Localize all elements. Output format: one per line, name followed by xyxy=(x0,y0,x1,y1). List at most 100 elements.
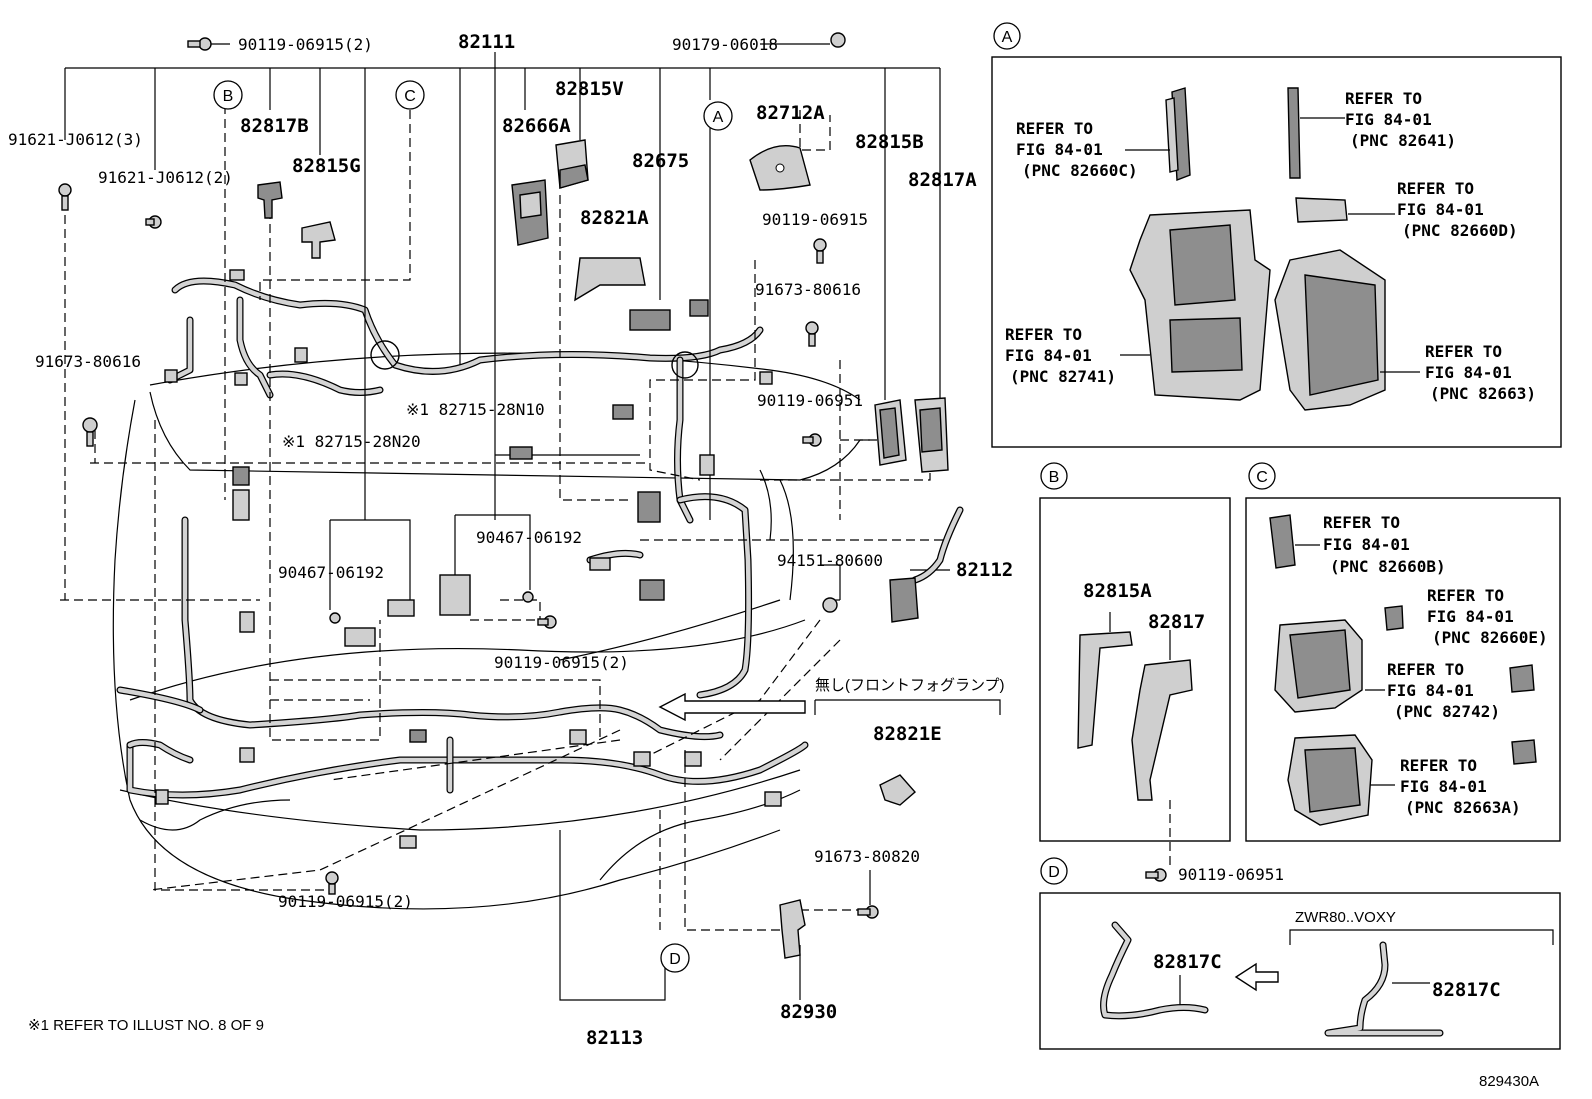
svg-text:(PNC 82660E): (PNC 82660E) xyxy=(1432,628,1548,647)
label-82112: 82112 xyxy=(956,559,1013,581)
svg-text:REFER TO: REFER TO xyxy=(1397,179,1474,198)
vehicle-body-outline xyxy=(112,352,861,910)
label-82817a: 82817A xyxy=(908,169,977,191)
label-91673-80820: 91673-80820 xyxy=(814,847,920,866)
panel-a-ref-1: REFER TO FIG 84-01 (PNC 82660C) xyxy=(1016,119,1138,180)
svg-text:REFER TO: REFER TO xyxy=(1427,586,1504,605)
label-90119-06951: 90119-06951 xyxy=(757,391,863,410)
label-82675: 82675 xyxy=(632,150,689,172)
svg-text:REFER TO: REFER TO xyxy=(1345,89,1422,108)
svg-text:REFER TO: REFER TO xyxy=(1005,325,1082,344)
part-82817b-shape xyxy=(257,181,283,219)
label-90467-06192-a: 90467-06192 xyxy=(278,563,384,582)
label-82666a: 82666A xyxy=(502,115,571,137)
label-82715-28n20: ※1 82715-28N20 xyxy=(282,432,421,451)
part-82112-shape xyxy=(889,506,964,623)
svg-text:(PNC 82660C): (PNC 82660C) xyxy=(1022,161,1138,180)
svg-text:(PNC 82663): (PNC 82663) xyxy=(1430,384,1536,403)
label-90119-06915-2-mid: 90119-06915(2) xyxy=(494,653,629,672)
label-82821a: 82821A xyxy=(580,207,649,229)
label-zwr80-voxy: ZWR80..VOXY xyxy=(1295,909,1396,926)
label-90119-06915-2-top: 90119-06915(2) xyxy=(238,35,373,54)
footnote: ※1 REFER TO ILLUST NO. 8 OF 9 xyxy=(28,1017,264,1034)
panel-c-ref-1: REFER TO FIG 84-01 (PNC 82660B) xyxy=(1323,513,1446,576)
part-82821a-shape xyxy=(574,257,646,302)
label-82821e: 82821E xyxy=(873,723,942,745)
label-82113: 82113 xyxy=(586,1027,643,1049)
label-82817: 82817 xyxy=(1148,611,1205,633)
label-82815a: 82815A xyxy=(1083,580,1152,602)
svg-text:FIG 84-01: FIG 84-01 xyxy=(1427,607,1514,626)
label-91621-j0612-3: 91621-J0612(3) xyxy=(8,130,143,149)
part-82815g-shape xyxy=(301,221,336,259)
part-82712a-shape xyxy=(749,145,811,191)
svg-text:(PNC 82660D): (PNC 82660D) xyxy=(1402,221,1518,240)
label-91673-80616-right: 91673-80616 xyxy=(755,280,861,299)
label-90119-06915: 90119-06915 xyxy=(762,210,868,229)
label-82715-28n10: ※1 82715-28N10 xyxy=(406,400,545,419)
dashed-reference-lines xyxy=(60,105,950,931)
svg-text:FIG 84-01: FIG 84-01 xyxy=(1387,681,1474,700)
part-82817a-shape xyxy=(914,397,949,473)
part-82930-shape xyxy=(779,899,806,959)
part-82821e-shape xyxy=(879,774,916,806)
connector-icons xyxy=(155,269,782,849)
part-82815b-shape xyxy=(874,399,907,466)
callout-a-panel: A xyxy=(1002,29,1013,46)
svg-text:FIG 84-01: FIG 84-01 xyxy=(1400,777,1487,796)
label-82815v: 82815V xyxy=(555,78,624,100)
panel-c-ref-4: REFER TO FIG 84-01 (PNC 82663A) xyxy=(1400,756,1521,817)
solid-leader-lines xyxy=(64,43,1001,1001)
detail-panel-a xyxy=(991,22,1562,448)
direction-arrow xyxy=(658,692,806,722)
illustration-number: 829430A xyxy=(1479,1073,1539,1090)
svg-text:(PNC 82741): (PNC 82741) xyxy=(1010,367,1116,386)
label-82111: 82111 xyxy=(458,31,515,53)
svg-text:FIG 84-01: FIG 84-01 xyxy=(1345,110,1432,129)
label-82817c-right: 82817C xyxy=(1432,979,1501,1001)
svg-text:FIG 84-01: FIG 84-01 xyxy=(1005,346,1092,365)
label-fog-lamp-note: 無し(フロントフォグランプ) xyxy=(815,677,1005,694)
callout-c-main: C xyxy=(404,88,416,105)
panel-a-ref-4: REFER TO FIG 84-01 (PNC 82741) xyxy=(1005,325,1116,386)
detail-panel-d xyxy=(1039,857,1561,1050)
label-90179-06018: 90179-06018 xyxy=(672,35,778,54)
svg-text:FIG 84-01: FIG 84-01 xyxy=(1397,200,1484,219)
label-91673-80616-left: 91673-80616 xyxy=(35,352,141,371)
callout-a-main: A xyxy=(713,109,724,126)
part-82666a-shape xyxy=(511,179,549,246)
callout-b-panel: B xyxy=(1049,469,1060,486)
panel-a-ref-2: REFER TO FIG 84-01 (PNC 82641) xyxy=(1345,89,1456,150)
svg-text:(PNC 82660B): (PNC 82660B) xyxy=(1330,557,1446,576)
panel-c-ref-2: REFER TO FIG 84-01 (PNC 82660E) xyxy=(1427,586,1548,647)
svg-text:REFER TO: REFER TO xyxy=(1425,342,1502,361)
label-91621-j0612-2: 91621-J0612(2) xyxy=(98,168,233,187)
label-94151-80600: 94151-80600 xyxy=(777,551,883,570)
detail-panel-b xyxy=(1039,462,1231,868)
callout-b-main: B xyxy=(223,88,234,105)
panel-a-ref-5: REFER TO FIG 84-01 (PNC 82663) xyxy=(1425,342,1536,403)
label-90119-06915-2-bot: 90119-06915(2) xyxy=(278,892,413,911)
label-82817c-left: 82817C xyxy=(1153,951,1222,973)
svg-text:(PNC 82663A): (PNC 82663A) xyxy=(1405,798,1521,817)
front-harness-82113 xyxy=(116,516,809,799)
svg-text:FIG 84-01: FIG 84-01 xyxy=(1016,140,1103,159)
engine-room-harness-82111 xyxy=(166,277,764,699)
label-82815g: 82815G xyxy=(292,155,361,177)
part-82815v-shape xyxy=(555,139,589,189)
svg-text:REFER TO: REFER TO xyxy=(1323,513,1400,532)
label-90119-06951-panel-b: 90119-06951 xyxy=(1178,865,1284,884)
svg-text:REFER TO: REFER TO xyxy=(1387,660,1464,679)
svg-text:FIG 84-01: FIG 84-01 xyxy=(1425,363,1512,382)
svg-text:REFER TO: REFER TO xyxy=(1016,119,1093,138)
svg-text:(PNC 82641): (PNC 82641) xyxy=(1350,131,1456,150)
callout-d-main: D xyxy=(669,951,681,968)
svg-text:FIG 84-01: FIG 84-01 xyxy=(1323,535,1410,554)
svg-text:REFER TO: REFER TO xyxy=(1400,756,1477,775)
label-82817b: 82817B xyxy=(240,115,309,137)
panel-c-ref-3: REFER TO FIG 84-01 (PNC 82742) xyxy=(1387,660,1500,721)
fastener-icons xyxy=(58,32,1167,919)
label-82930: 82930 xyxy=(780,1001,837,1023)
label-82712a: 82712A xyxy=(756,102,825,124)
